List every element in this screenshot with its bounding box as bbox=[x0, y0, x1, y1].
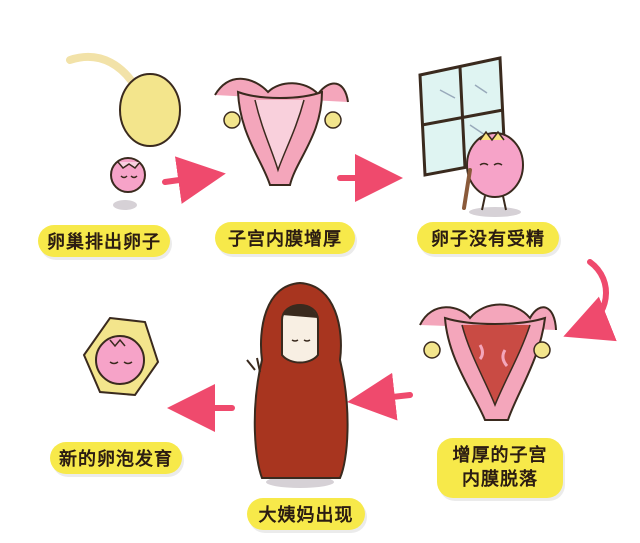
arrow-icon bbox=[162, 156, 226, 204]
arrow-icon bbox=[563, 259, 617, 342]
label-step4: 增厚的子宫 内膜脱落 bbox=[437, 438, 563, 498]
label-step4-line2: 内膜脱落 bbox=[462, 469, 538, 490]
arrow-icon bbox=[347, 372, 413, 421]
label-step1: 卵巢排出卵子 bbox=[38, 225, 170, 257]
hooded-girl-icon bbox=[246, 281, 349, 488]
shedding-uterus-icon bbox=[419, 303, 557, 421]
label-step5: 大姨妈出现 bbox=[247, 498, 365, 530]
uterus-icon bbox=[214, 77, 349, 186]
label-step2: 子宫内膜增厚 bbox=[215, 222, 355, 254]
label-step3: 卵子没有受精 bbox=[417, 222, 559, 254]
label-step6: 新的卵泡发育 bbox=[50, 442, 182, 474]
follicle-icon bbox=[82, 316, 160, 397]
egg-icon bbox=[110, 157, 146, 210]
ovary-icon bbox=[66, 52, 181, 147]
label-step4-line1: 增厚的子宫 bbox=[452, 445, 548, 466]
old-egg-icon bbox=[462, 130, 524, 217]
